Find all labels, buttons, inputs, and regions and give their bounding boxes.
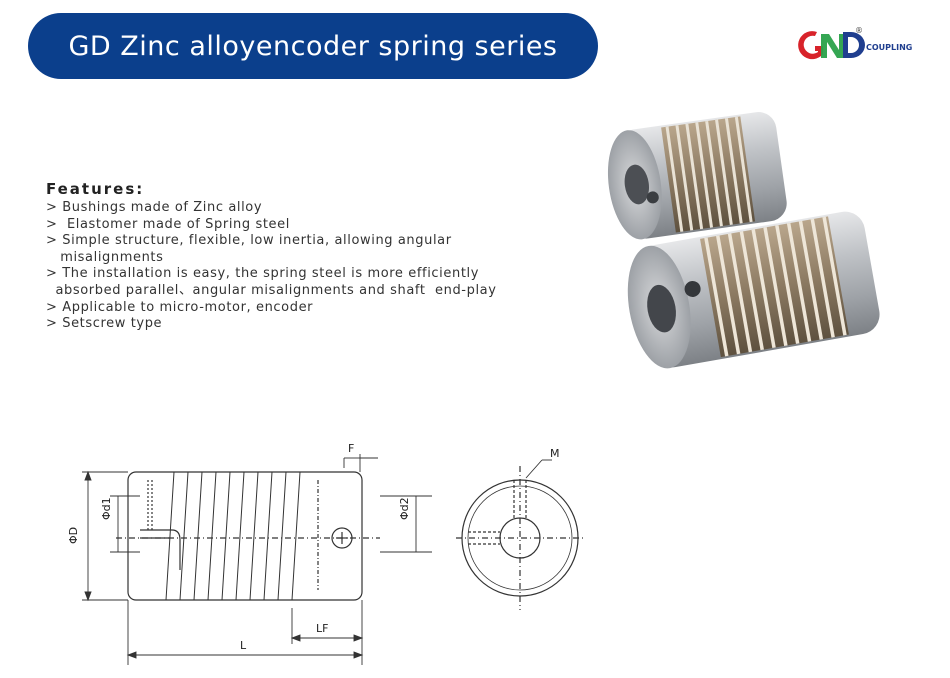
side-view <box>116 471 380 601</box>
registered-mark: ® <box>855 26 863 35</box>
coupling-photo-small <box>607 112 787 240</box>
feature-item: absorbed parallel、angular misalignments … <box>46 282 497 298</box>
feature-item: > Setscrew type <box>46 316 163 332</box>
dimension-lines <box>82 454 432 665</box>
brand-logo: ® COUPLING <box>798 26 912 60</box>
logo-mark-icon <box>798 31 865 60</box>
features-heading: Features: <box>46 180 145 198</box>
title-banner: GD Zinc alloyencoder spring series <box>28 13 598 79</box>
logo-text: COUPLING <box>866 43 912 52</box>
dim-label-d2: Φd2 <box>398 497 411 520</box>
feature-item: > Bushings made of Zinc alloy <box>46 200 263 215</box>
end-view <box>456 459 586 610</box>
page-title: GD Zinc alloyencoder spring series <box>68 30 558 62</box>
dimension-drawing: ΦD Φd1 Φd2 F LF L M <box>67 442 586 665</box>
dim-label-L: L <box>240 639 247 652</box>
coupling-photo-large <box>627 211 880 369</box>
feature-item: > Elastomer made of Spring steel <box>46 216 290 232</box>
product-photos <box>607 112 880 369</box>
feature-item: misalignments <box>46 249 164 265</box>
dim-label-M: M <box>550 447 560 460</box>
dim-label-F: F <box>348 442 354 455</box>
dim-label-D: ΦD <box>67 527 80 544</box>
feature-item: > The installation is easy, the spring s… <box>46 266 480 282</box>
features-section: Features: > Bushings made of Zinc alloy … <box>46 180 566 333</box>
feature-item: > Simple structure, flexible, low inerti… <box>46 233 452 249</box>
dim-label-LF: LF <box>316 622 328 635</box>
feature-item: > Applicable to micro-motor, encoder <box>46 299 314 315</box>
dim-label-d1: Φd1 <box>100 497 113 520</box>
features-list: > Bushings made of Zinc alloy > Elastome… <box>46 200 566 333</box>
